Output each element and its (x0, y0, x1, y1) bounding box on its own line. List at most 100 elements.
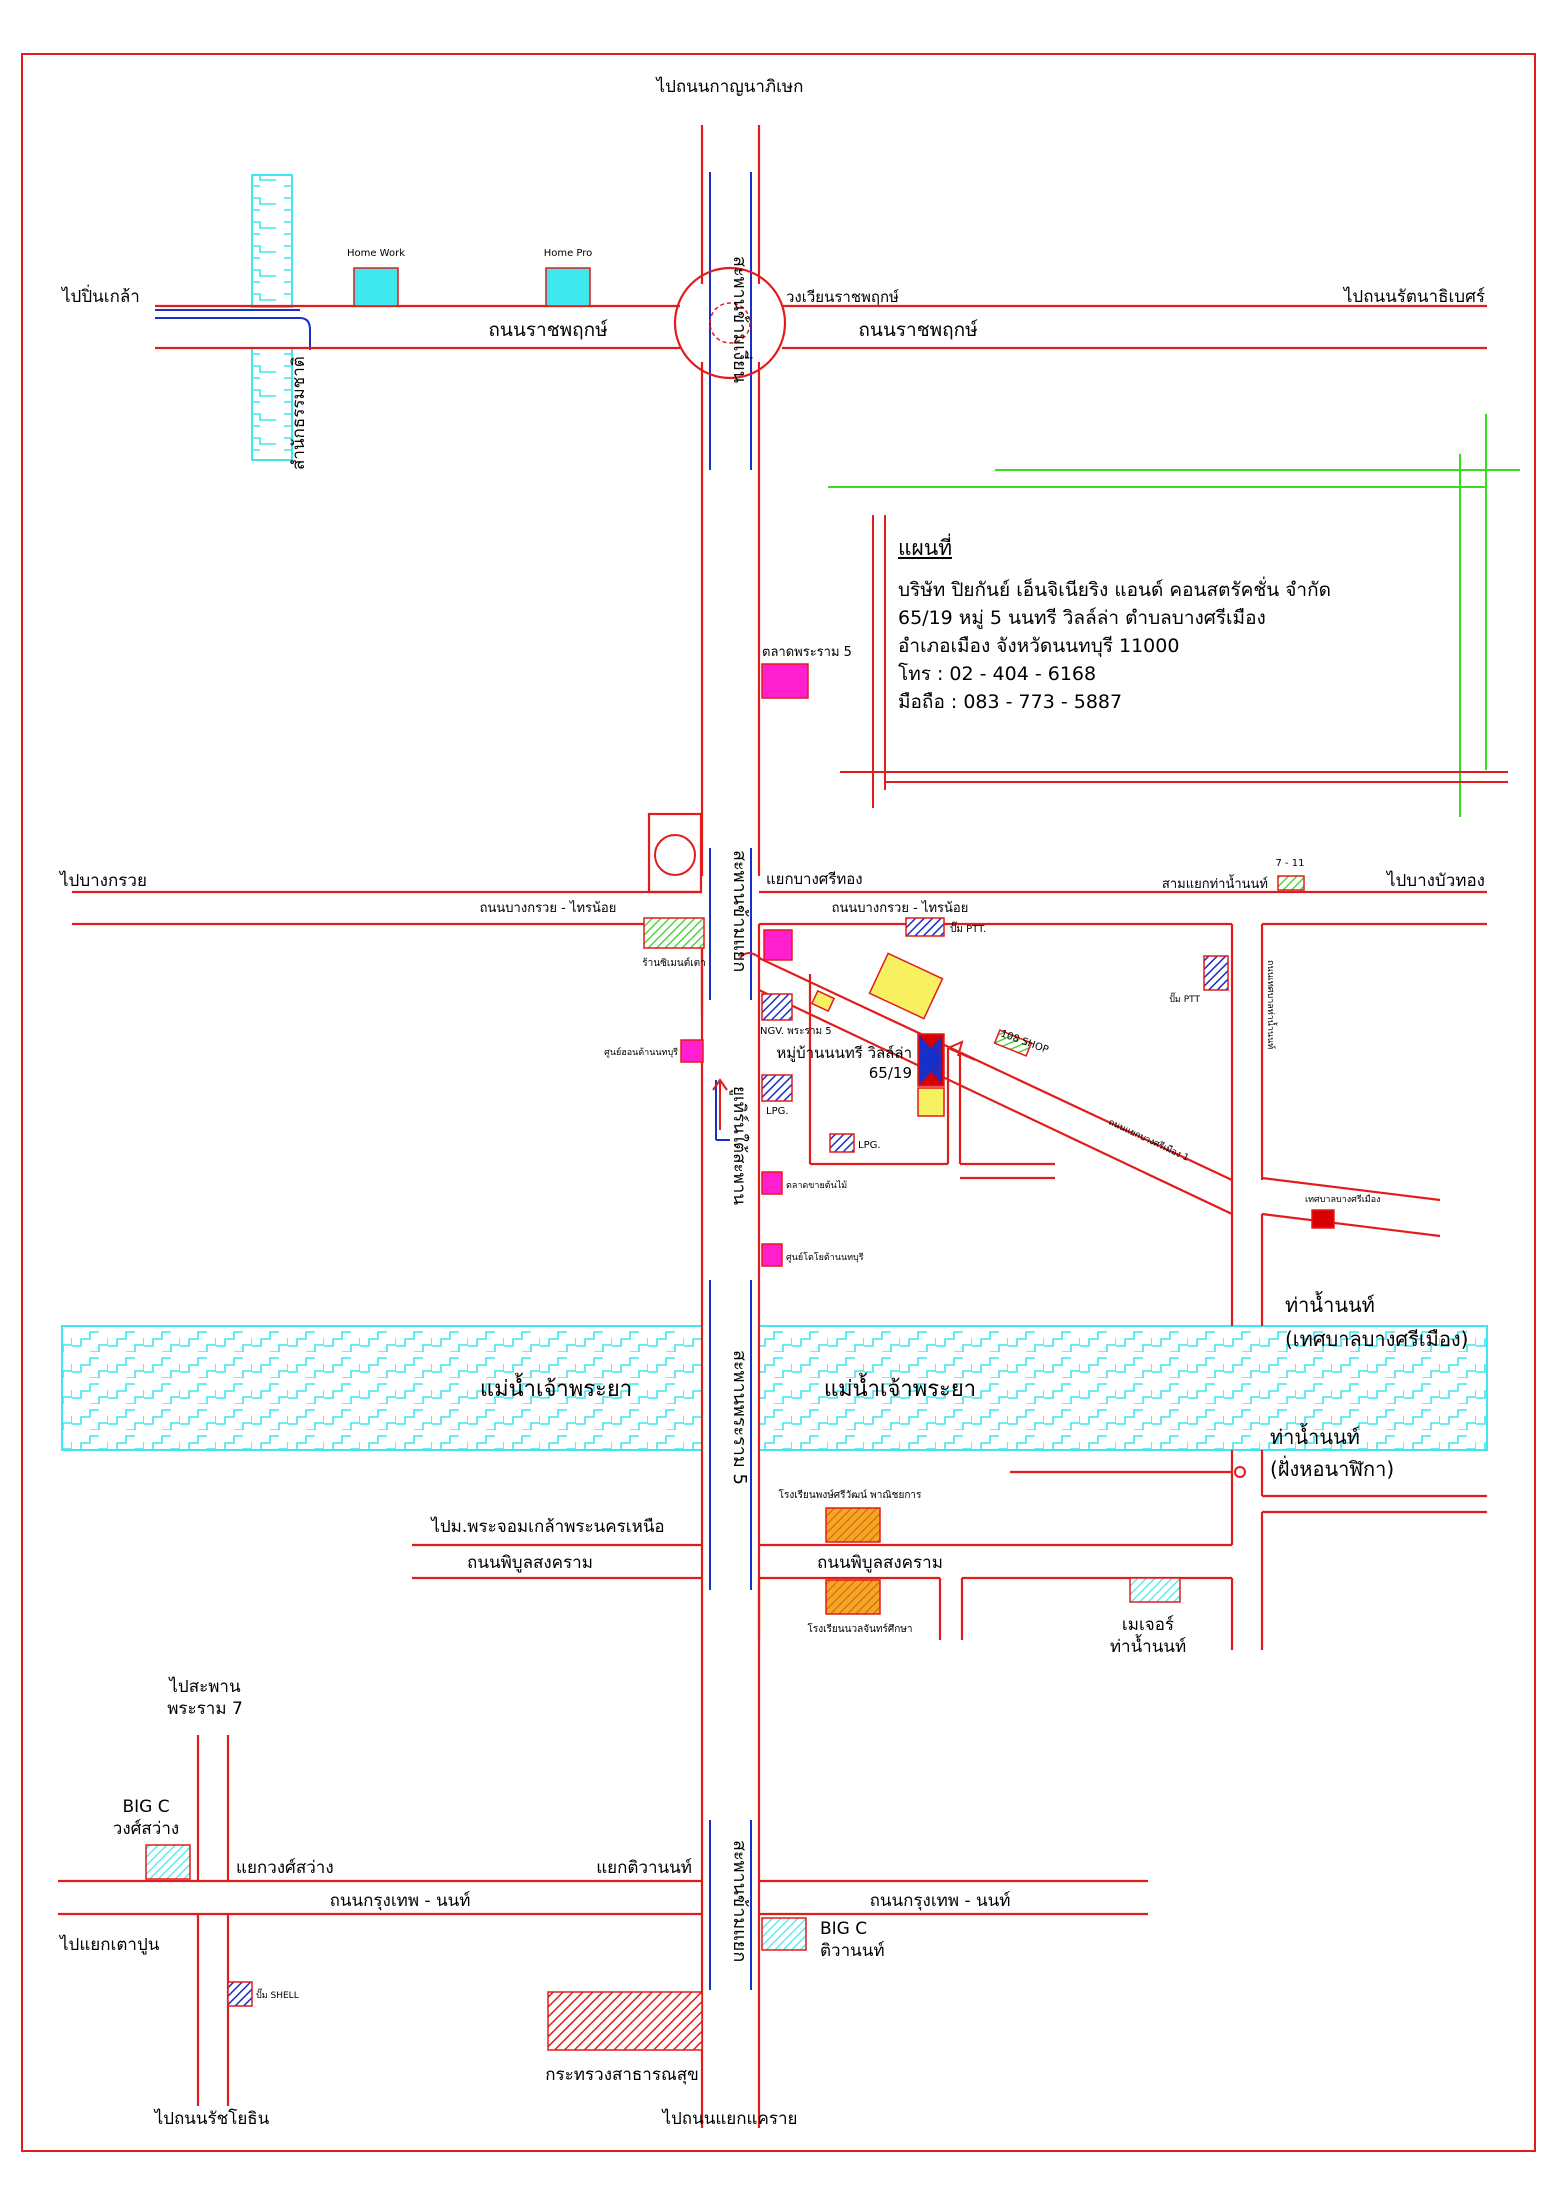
major-label: เมเจอร์ (1122, 1615, 1174, 1635)
lpg-station-1 (761, 1074, 793, 1102)
road-ratchaphruek-right: ถนนราชพฤกษ์ (858, 319, 978, 341)
ptt-station-1 (905, 917, 945, 937)
bridge-label-5: สะพานข้ามแยก (729, 1840, 750, 1962)
info-address-2: อำเภอเมือง จังหวัดนนทบุรี 11000 (898, 635, 1180, 657)
info-address-1: 65/19 หมู่ 5 นนทรี วิลล์ล่า ตำบลบางศรีเม… (898, 607, 1266, 629)
ptt-station-2 (1203, 955, 1229, 991)
village-yellow-3 (917, 1087, 945, 1117)
village-number: 65/19 (869, 1064, 912, 1082)
school-1 (825, 1507, 881, 1543)
dir-rama7: ไปสะพาน (167, 1676, 241, 1697)
dir-bangkruai: ไปบางกรวย (58, 870, 147, 891)
bigc-wongsawang (145, 1844, 191, 1880)
bigc2-label: BIG C (820, 1919, 867, 1939)
uturn-arrow-1 (712, 1078, 728, 1130)
major-cineplex (1129, 1577, 1181, 1603)
tree-market (761, 1171, 783, 1195)
market-rama5 (761, 663, 809, 699)
info-mobile: มือถือ : 083 - 773 - 5887 (898, 691, 1123, 713)
dir-bottom: ไปถนนแยกแคราย (660, 2108, 797, 2129)
village-yellow-2 (810, 989, 836, 1013)
toyota-label: ศูนย์โตโยต้านนทบุรี (786, 1251, 864, 1263)
tiwanon-junction: แยกติวานนท์ (596, 1858, 692, 1878)
ngv-label: NGV. พระราม 5 (760, 1026, 832, 1037)
samak-label: สำนักธรรมชาติ (289, 356, 309, 470)
ngv-station (761, 993, 793, 1021)
canal-bottom (251, 347, 293, 461)
wongsawang-junction: แยกวงศ์สว่าง (236, 1858, 334, 1878)
homepro-label: Home Pro (544, 248, 593, 259)
bridge-label-4: สะพานพระราม 5 (729, 1350, 750, 1485)
info-box: แผนที่ บริษัท ปิยกันย์ เอ็นจิเนียริง แอน… (898, 534, 1458, 716)
dir-rattanathibet: ไปถนนรัตนาธิเบศร์ (1342, 286, 1485, 307)
village-label: หมู่บ้านนนทรี วิลล์ล่า (776, 1044, 912, 1062)
village-yellow-1 (868, 952, 944, 1020)
bridge-label-2: สะพานข้ามแยก (729, 850, 750, 972)
school1-label: โรงเรียนพงษ์ศรีวัฒน์ พาณิชยการ (779, 1488, 922, 1501)
road-ratchaphruek-left: ถนนราชพฤกษ์ (488, 319, 608, 341)
map-border (21, 53, 1536, 2152)
homework-store (353, 267, 399, 307)
bigc1-label: BIG C (122, 1797, 169, 1817)
toyota-center (761, 1243, 783, 1267)
river-label-left: แม่น้ำเจ้าพระยา (480, 1373, 632, 1402)
major-label-sub: ท่าน้ำนนท์ (1110, 1634, 1186, 1657)
seven-label: 7 - 11 (1275, 858, 1304, 869)
tree-market-label: ตลาดขายต้นไม้ (786, 1180, 847, 1191)
river-label-right: แม่น้ำเจ้าพระยา (824, 1373, 976, 1402)
roundabout-inner (709, 302, 751, 344)
road-bangkruai-left: ถนนบางกรวย - ไทรน้อย (480, 900, 617, 916)
side-road-label: ถนนเทศบาลท่าน้ำนนท์ (1265, 960, 1278, 1049)
main-road (700, 125, 761, 2128)
canal-top (251, 174, 293, 308)
ptt1-label: ปั๊ม PTT. (950, 921, 986, 935)
school2-label: โรงเรียนนวลจันทร์ศึกษา (808, 1622, 913, 1635)
dir-taopoon: ไปแยกเตาปูน (58, 1934, 160, 1955)
homepro-store (545, 267, 591, 307)
road-pibul-right: ถนนพิบูลสงคราม (817, 1553, 943, 1573)
pier-2-sub: (ฝั่งหอนาฬิกา) (1270, 1455, 1394, 1481)
ptt2-label: ปั๊ม PTT (1169, 992, 1200, 1005)
magenta-shop-1 (763, 929, 793, 961)
homework-label: Home Work (347, 248, 405, 259)
dir-ratchayothin: ไปถนนรัชโยธิน (153, 2108, 270, 2129)
shell-label: ปั๊ม SHELL (256, 1988, 299, 2001)
river-left (61, 1325, 703, 1451)
bigc1-label-sub: วงศ์สว่าง (113, 1819, 179, 1839)
dir-pinklao: ไปปิ่นเกล้า (60, 284, 140, 307)
lpg2-label: LPG. (858, 1140, 881, 1151)
road-bangkruai-right: ถนนบางกรวย - ไทรน้อย (832, 900, 969, 916)
seven-eleven (1277, 875, 1305, 891)
pier-1: ท่าน้ำนนท์ (1285, 1291, 1375, 1317)
arrow-to-village (947, 1040, 976, 1061)
info-frame (828, 414, 1520, 817)
pier-marker (1234, 1466, 1246, 1478)
bigc-tiwanon (761, 1917, 807, 1951)
bridge-label-1: สะพานข้ามเงี่ยน (729, 256, 753, 383)
nursery-shop (643, 917, 705, 949)
road-krungthep-right: ถนนกรุงเทพ - นนท์ (870, 1891, 1011, 1911)
dir-rama7b: พระราม 7 (167, 1699, 243, 1719)
info-heading: แผนที่ (898, 536, 953, 560)
honda-label: ศูนย์ฮอนด้านนทบุรี (604, 1046, 678, 1058)
shop108 (993, 1029, 1033, 1057)
pier-1-sub: (เทศบาลบางศรีเมือง) (1285, 1327, 1468, 1351)
tesaban-bldg (1311, 1209, 1335, 1229)
nursery-label: ร้านซิเมนต์เตา (642, 957, 705, 969)
circle-ratchaphruek: วงเวียนราชพฤกษ์ (786, 288, 899, 306)
horizontal-roads (58, 304, 1487, 2106)
bigc2-label-sub: ติวานนท์ (820, 1941, 885, 1961)
moph-building (547, 1991, 703, 2051)
moph-label: กระทรวงสาธารณสุข (545, 2065, 698, 2085)
bangsrimuang-road: ถนนแยกบางศรีเมือง 1 (1107, 1117, 1191, 1164)
info-company: บริษัท ปิยกันย์ เอ็นจิเนียริง แอนด์ คอนส… (898, 579, 1331, 601)
school-2 (825, 1579, 881, 1615)
dir-phrachom: ไปม.พระจอมเกล้าพระนครเหนือ (429, 1516, 664, 1537)
shell-station (227, 1981, 253, 2007)
river-right (758, 1325, 1488, 1451)
pier-2: ท่าน้ำนนท์ (1270, 1423, 1360, 1449)
road-krungthep-left: ถนนกรุงเทพ - นนท์ (330, 1891, 471, 1911)
info-phone: โทร : 02 - 404 - 6168 (898, 663, 1097, 685)
bridge-lines (155, 172, 752, 1990)
